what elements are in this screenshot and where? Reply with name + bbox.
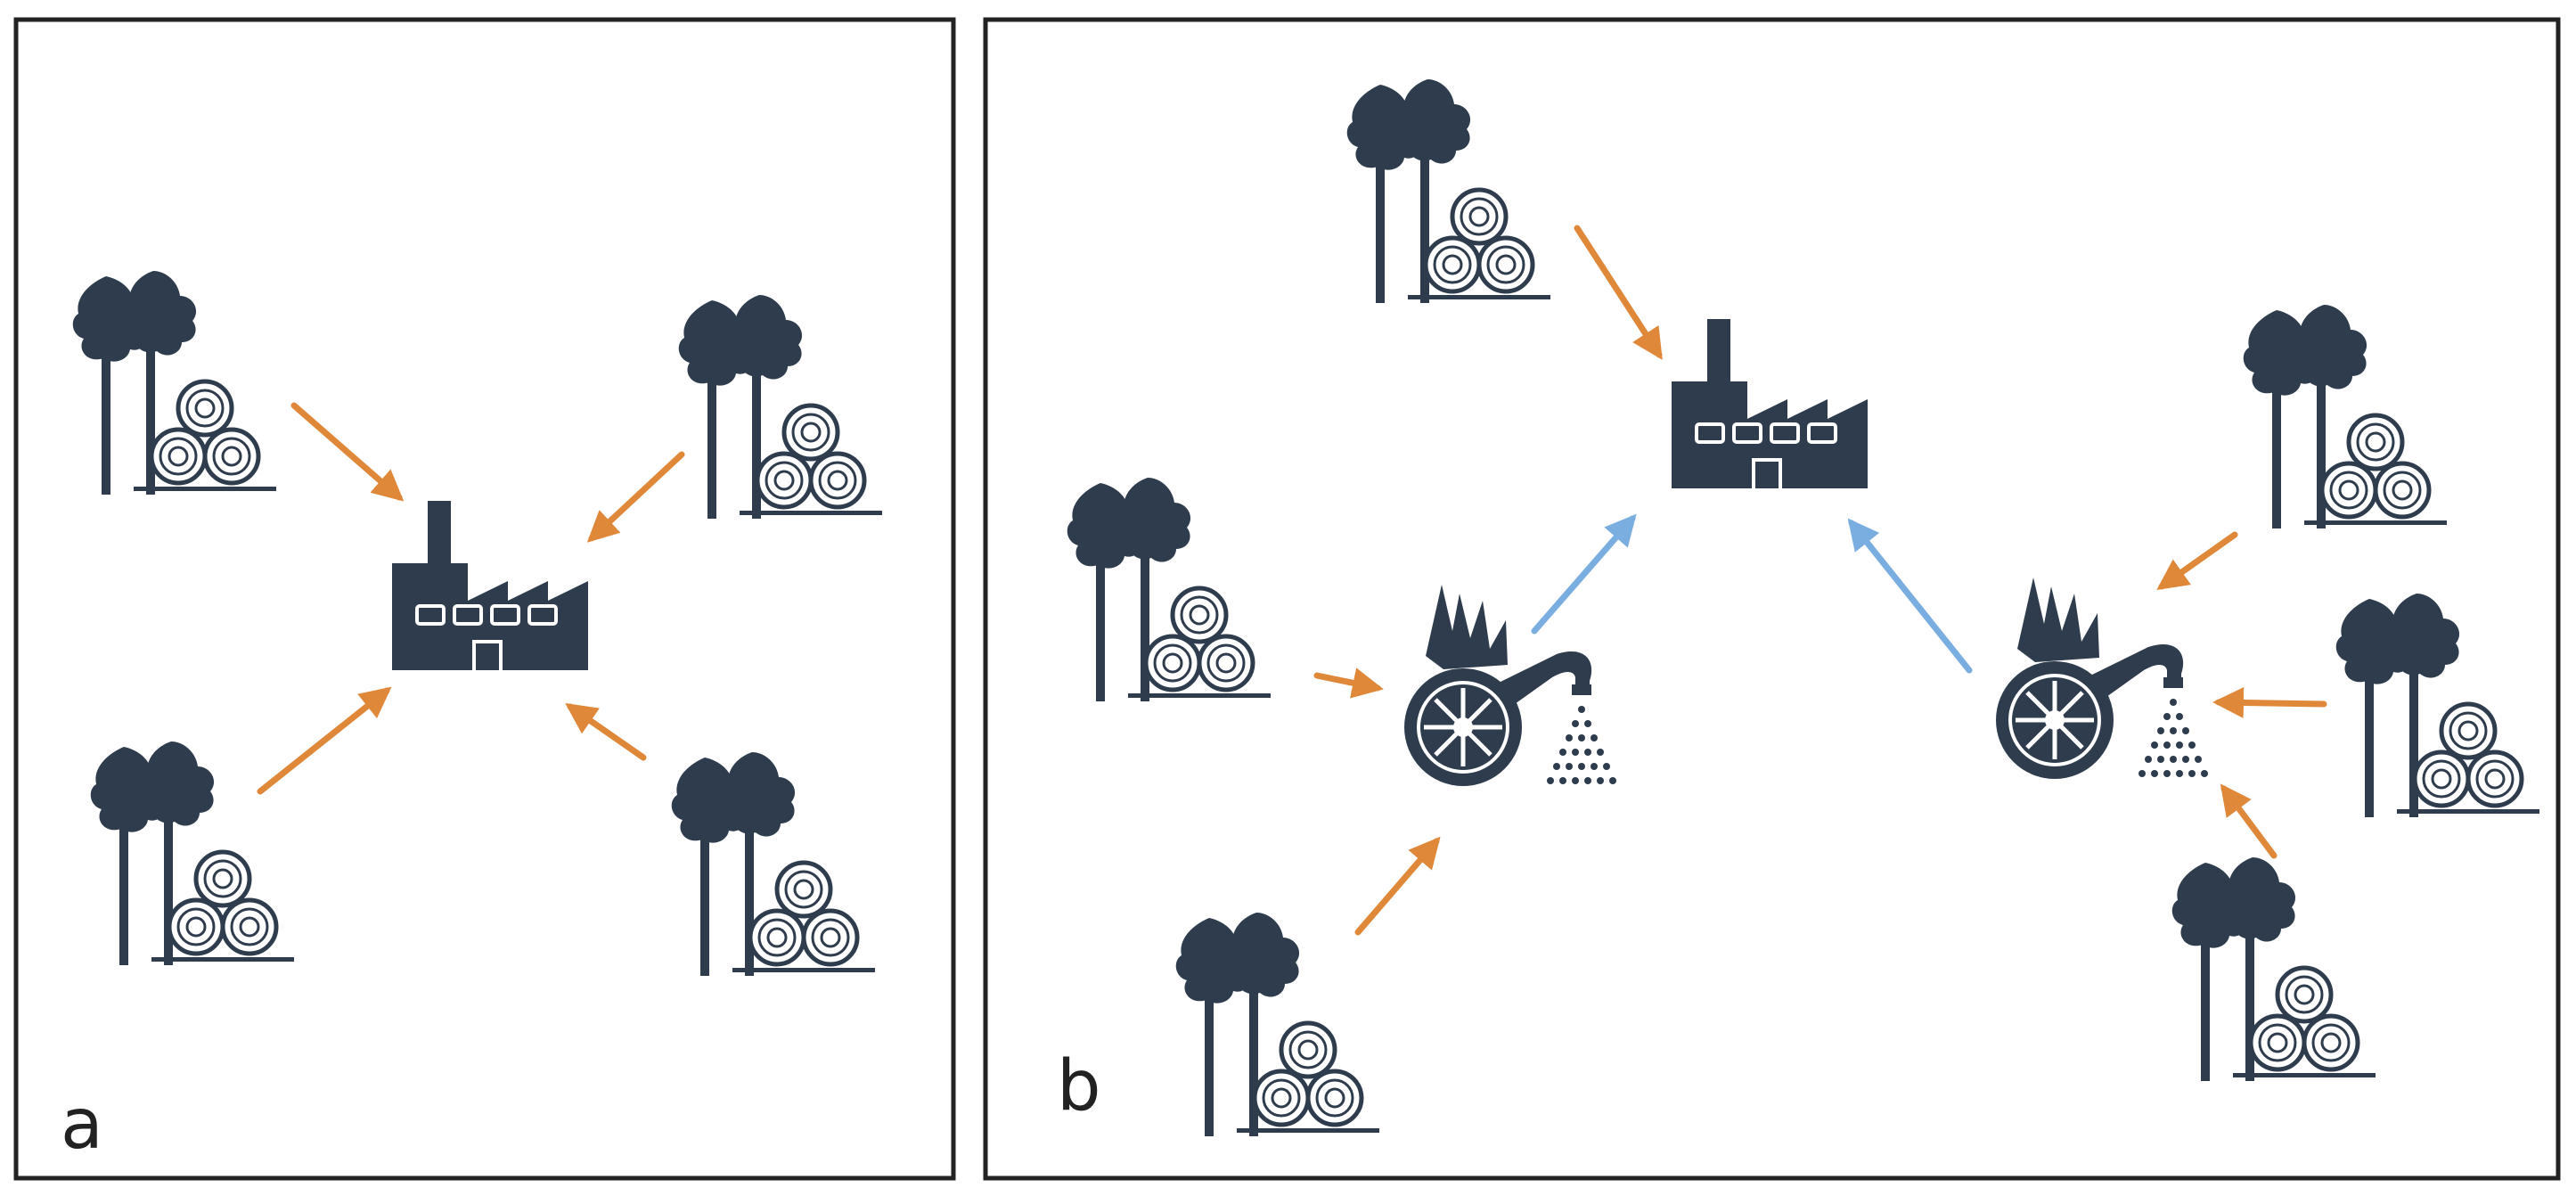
panel-b-arrow-right-middle-forest-to-chipper (2212, 686, 2327, 718)
panel-b-arrow-left-chipper-to-mill (1531, 513, 1637, 635)
panel-b-arrow-right-chipper-to-mill (1847, 518, 1973, 674)
panel-a-arrow-from-bottom-right (565, 703, 647, 761)
panel-b-arrow-left-forest-to-chipper (1313, 668, 1384, 699)
panel-a-arrow-from-bottom-left (257, 686, 392, 795)
panel-b: b (983, 17, 2561, 1181)
panel-b-arrow-right-top-forest-to-chipper (2156, 531, 2238, 591)
panel-b-arrow-bottom-forest-to-chipper (1354, 836, 1441, 936)
panel-b-arrow-top-forest-to-mill (1574, 225, 1663, 360)
panel-b-arrow-right-bottom-forest-to-chipper (2220, 783, 2278, 859)
panel-a-arrow-from-top-right (586, 451, 685, 543)
panel-b-label: b (1057, 1046, 1101, 1126)
panel-a-arrow-from-top-left (290, 402, 405, 502)
panel-a-label: a (61, 1085, 103, 1165)
panel-a: a (13, 17, 956, 1181)
